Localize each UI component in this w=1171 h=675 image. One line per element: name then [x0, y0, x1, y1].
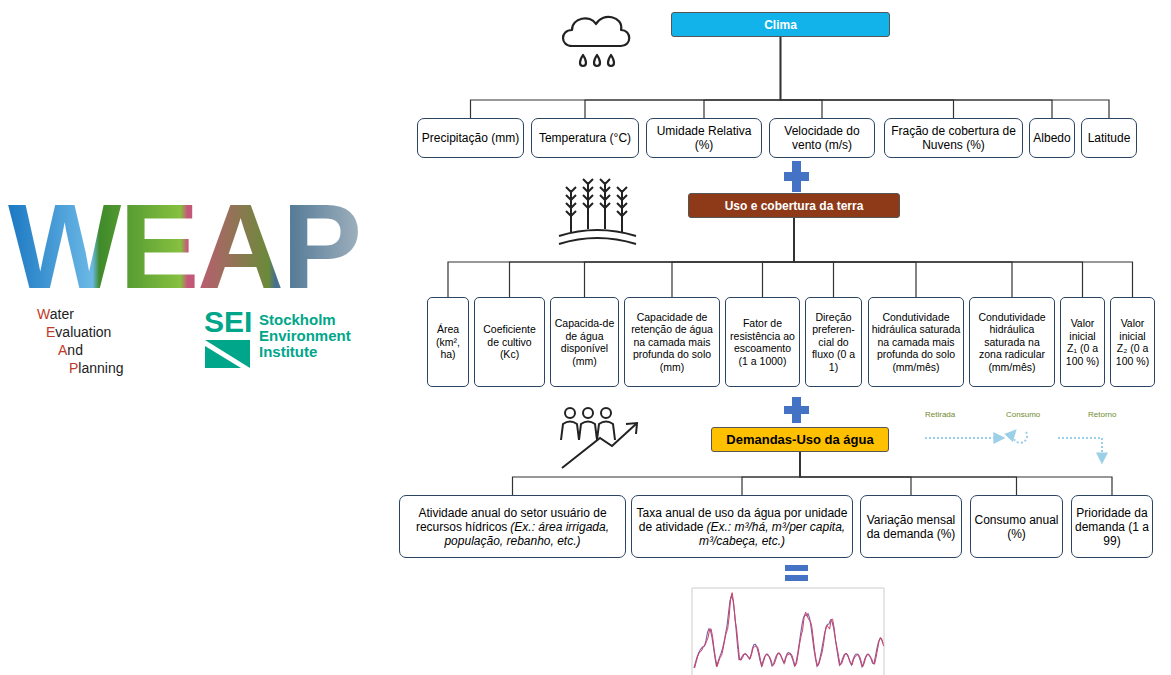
water-flow-arrows — [925, 431, 1102, 462]
wheat-icon — [559, 179, 636, 244]
node-text: Atividade anual do setor usuário de recu… — [402, 506, 623, 548]
tree-connector — [794, 218, 1133, 297]
node-text: Taxa anual de uso da água por unidade de… — [634, 506, 850, 548]
flow-label: Consumo — [1006, 410, 1040, 419]
parameter-box: Albedo — [1029, 118, 1075, 158]
node-text: Direção preferen-cial do fluxo (0 a 1) — [808, 311, 859, 374]
parameter-box: Área (km², ha) — [427, 297, 469, 387]
tree-connector — [585, 37, 781, 118]
tree-connector — [794, 218, 1083, 297]
node-text: Latitude — [1088, 131, 1131, 145]
tree-connector — [781, 37, 954, 118]
node-text: Precipitação (mm) — [422, 131, 519, 145]
node-text: Albedo — [1033, 131, 1070, 145]
people-growth-icon — [561, 408, 637, 468]
tree-connector — [781, 37, 1110, 118]
flow-label: Retirada — [925, 410, 955, 419]
parameter-box: Precipitação (mm) — [417, 118, 524, 158]
sei-logo-mark — [205, 340, 250, 368]
tree-connector — [800, 452, 911, 495]
category-header: Uso e cobertura da terra — [688, 193, 900, 218]
parameter-box: Atividade anual do setor usuário de recu… — [399, 495, 626, 558]
parameter-box: Consumo anual (%) — [970, 495, 1063, 558]
parameter-box: Capacidade de retenção de água na camada… — [624, 297, 720, 387]
node-text: Valor inicial Z₁ (0 a 100 %) — [1063, 317, 1102, 367]
parameter-box: Coeficiente de cultivo (Kc) — [474, 297, 545, 387]
parameter-box: Umidade Relativa (%) — [646, 118, 762, 158]
plus-symbol — [784, 397, 809, 423]
parameter-box: Condutividade hidráulica saturada na zon… — [969, 297, 1055, 387]
parameter-box: Fração de cobertura de Nuvens (%) — [884, 118, 1023, 158]
node-text: Velocidade do vento (m/s) — [772, 124, 872, 152]
node-text: Umidade Relativa (%) — [649, 124, 759, 152]
example-text: (Ex.: m³/há, m³/per capita, m³/cabeça, e… — [699, 520, 845, 548]
node-text: Área (km², ha) — [430, 323, 466, 361]
node-text: Fração de cobertura de Nuvens (%) — [887, 124, 1020, 152]
tree-connector — [794, 218, 834, 297]
node-text: Clima — [764, 18, 797, 32]
parameter-box: Variação mensal da demanda (%) — [860, 495, 962, 558]
category-header: Demandas-Uso da água — [711, 427, 889, 452]
acronym-word: And — [58, 342, 83, 358]
tree-connector — [763, 218, 795, 297]
tree-connector — [471, 37, 781, 118]
hydrograph — [692, 588, 884, 675]
node-text: Demandas-Uso da água — [726, 432, 873, 447]
parameter-box: Taxa anual de uso da água por unidade de… — [631, 495, 853, 558]
tree-connector — [513, 452, 801, 495]
node-text: Coeficiente de cultivo (Kc) — [477, 323, 542, 361]
parameter-box: Direção preferen-cial do fluxo (0 a 1) — [805, 297, 862, 387]
tree-connector — [800, 452, 1017, 495]
parameter-box: Capacida-de de água disponível (mm) — [550, 297, 619, 387]
acronym-word: Planning — [69, 360, 124, 376]
tree-connector — [794, 218, 916, 297]
node-text: Valor inicial Z₂ (0 a 100 %) — [1113, 317, 1152, 367]
acronym-word: Water — [37, 306, 74, 322]
node-text: Condutividade hidráulica saturada na cam… — [871, 311, 961, 374]
tree-connector — [742, 452, 800, 495]
node-text: Condutividade hidráulica saturada na zon… — [972, 311, 1052, 374]
node-text: Capacidade de retenção de água na camada… — [627, 311, 717, 374]
node-text: Variação mensal da demanda (%) — [863, 513, 959, 541]
tree-connector — [672, 218, 794, 297]
parameter-box: Velocidade do vento (m/s) — [769, 118, 875, 158]
equals-symbol — [785, 575, 808, 581]
node-text: Consumo anual (%) — [973, 513, 1060, 541]
acronym-word: Evaluation — [46, 324, 111, 340]
tree-connector — [781, 37, 823, 118]
equals-symbol — [785, 565, 808, 571]
parameter-box: Fator de resistência ao escoamento (1 a … — [725, 297, 800, 387]
parameter-box: Valor inicial Z₁ (0 a 100 %) — [1060, 297, 1105, 387]
node-text: Capacida-de de água disponível (mm) — [553, 317, 616, 367]
tree-connector — [585, 218, 795, 297]
tree-connector — [781, 37, 1053, 118]
flow-label: Retorno — [1088, 410, 1116, 419]
node-text: Fator de resistência ao escoamento (1 a … — [728, 317, 797, 367]
node-text: Temperatura (°C) — [539, 131, 631, 145]
cloud-icon — [563, 17, 629, 66]
node-text: Prioridade da demanda (1 a 99) — [1074, 506, 1150, 548]
parameter-box: Prioridade da demanda (1 a 99) — [1071, 495, 1153, 558]
institute-name: Stockholm Environment Institute — [259, 312, 367, 360]
tree-connector — [794, 218, 1012, 297]
parameter-box: Latitude — [1081, 118, 1137, 158]
parameter-box: Temperatura (°C) — [531, 118, 639, 158]
node-text: Uso e cobertura da terra — [725, 199, 864, 213]
category-header: Clima — [671, 12, 890, 37]
tree-connector — [510, 218, 795, 297]
plus-symbol — [784, 161, 809, 192]
tree-connector — [704, 37, 781, 118]
parameter-box: Condutividade hidráulica saturada na cam… — [868, 297, 964, 387]
tree-connector — [800, 452, 1112, 495]
parameter-box: Valor inicial Z₂ (0 a 100 %) — [1110, 297, 1155, 387]
logo-wordmark: WEAP — [8, 186, 360, 306]
sei-wordmark: SEI — [204, 306, 252, 338]
